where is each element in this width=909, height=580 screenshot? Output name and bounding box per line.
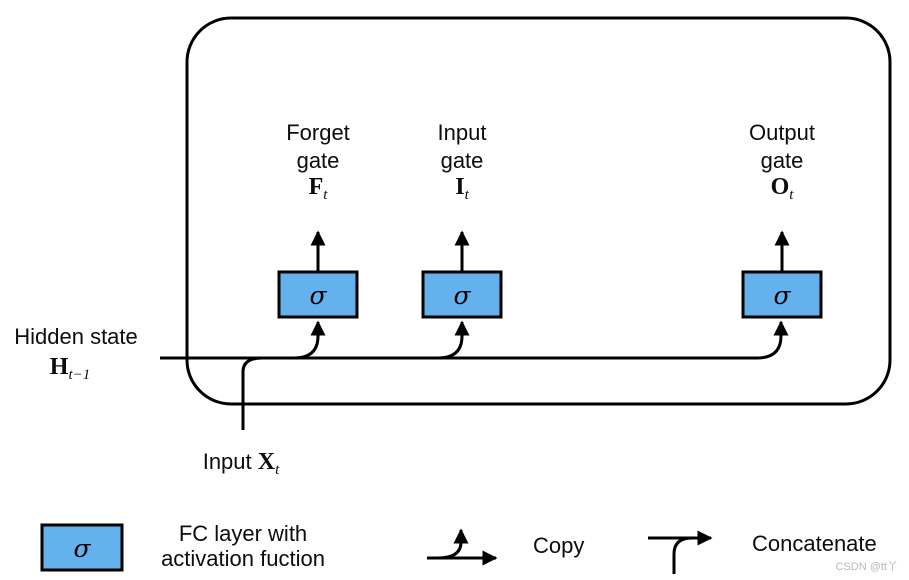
hidden-state-symbol: Ht−1	[50, 354, 90, 383]
legend-concatenate-label: Concatenate	[752, 531, 877, 556]
legend: σ FC layer with activation fuction Copy …	[40, 521, 877, 574]
input-label-word: Input	[203, 449, 252, 474]
output-gate-label-line2: gate	[761, 148, 804, 173]
output-sigma-box	[741, 270, 823, 319]
legend-concatenate-glyph	[648, 530, 713, 574]
forget-gate-symbol: Ft	[309, 174, 329, 203]
hidden-state-label: Hidden state	[14, 324, 138, 349]
input-gate-group: Input gate It σ	[421, 120, 503, 319]
input-gate-symbol-main: I	[455, 174, 464, 200]
concatenate-glyph-vertical-wire	[672, 536, 693, 574]
legend-copy-label: Copy	[533, 533, 584, 558]
output-gate-symbol: Ot	[771, 174, 795, 203]
input-symbol-main: X	[258, 449, 276, 475]
output-gate-symbol-subscript: t	[789, 187, 794, 203]
copy-branch-forget-arrow	[293, 320, 326, 360]
lstm-cell-boundary	[185, 16, 892, 406]
input-symbol-subscript: t	[275, 462, 280, 478]
input-label: Input Xt	[203, 449, 280, 478]
input-gate-label-line1: Input	[438, 120, 487, 145]
forget-gate-symbol-subscript: t	[323, 187, 328, 203]
forget-gate-label-line1: Forget	[286, 120, 350, 145]
hidden-state-symbol-main: H	[50, 354, 69, 380]
forget-sigma-glyph: σ	[309, 281, 327, 310]
input-gate-label-line2: gate	[441, 148, 484, 173]
legend-fc-label-line2: activation fuction	[161, 546, 325, 571]
legend-sigma-glyph: σ	[73, 534, 91, 563]
legend-sigma-box	[40, 523, 124, 572]
hidden-state-symbol-subscript: t−1	[68, 367, 90, 383]
output-sigma-glyph: σ	[773, 281, 791, 310]
copy-glyph-up-arrow	[437, 528, 469, 560]
forget-gate-label-line2: gate	[297, 148, 340, 173]
forget-sigma-box	[277, 270, 359, 319]
legend-copy-glyph	[427, 528, 498, 566]
watermark: CSDN @tt丫	[835, 561, 898, 573]
hidden-state-label-group: Hidden state Ht−1	[14, 324, 138, 383]
hidden-state-wire	[160, 320, 789, 360]
output-gate-group: Output gate Ot σ	[741, 120, 823, 319]
copy-branch-input-arrow	[437, 320, 470, 360]
input-concatenate-wire	[241, 356, 263, 430]
input-sigma-glyph: σ	[453, 281, 471, 310]
input-sigma-box	[421, 270, 503, 319]
output-gate-symbol-main: O	[771, 174, 790, 200]
input-gate-symbol: It	[455, 174, 469, 203]
output-gate-label-line1: Output	[749, 120, 815, 145]
forget-gate-group: Forget gate Ft σ	[277, 120, 359, 319]
forget-gate-symbol-main: F	[309, 174, 324, 200]
legend-fc-label-line1: FC layer with	[179, 521, 307, 546]
input-gate-symbol-subscript: t	[465, 187, 470, 203]
